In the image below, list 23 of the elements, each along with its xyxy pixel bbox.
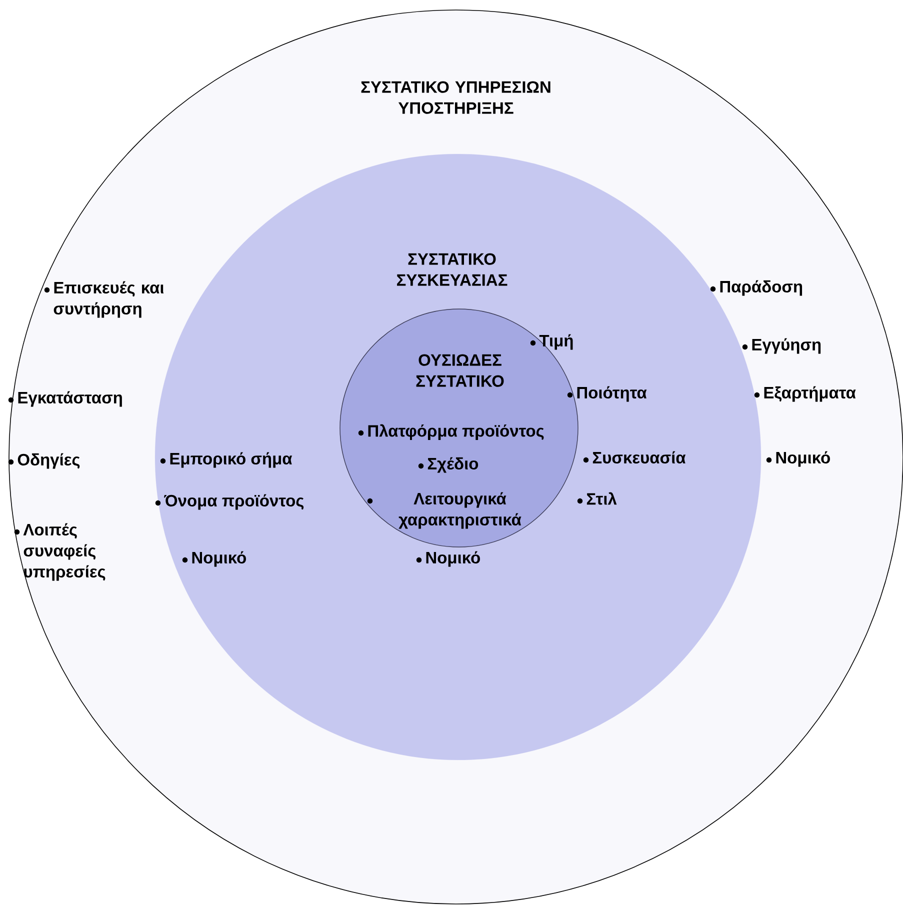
ring-heading: ΣΥΣΤΑΤΙΚΟ ΥΠΗΡΕΣΙΩΝ ΥΠΟΣΤΗΡΙΞΗΣ xyxy=(361,81,550,114)
bullet-item: Εμπορικό σήμα xyxy=(170,452,292,468)
bullet-item: Λοιπές συναφείς υπηρεσίες xyxy=(23,523,106,581)
bullet-item: Σχέδιο xyxy=(428,457,478,473)
bullet-item: Νομικό xyxy=(426,551,480,567)
bullet-item: Νομικό xyxy=(776,451,830,467)
bullet-item: Τιμή xyxy=(539,334,573,350)
bullet-item: Λειτουργικά χαρακτηριστικά xyxy=(398,492,522,529)
ring-circle xyxy=(340,308,578,548)
bullet-item: Ποιότητα xyxy=(577,386,647,402)
bullet-item: Εγκατάσταση xyxy=(18,391,122,407)
bullet-item: Πλατφόρμα προϊόντος xyxy=(368,424,544,440)
bullet-item: Οδηγίες xyxy=(18,453,80,469)
bullet-item: Εγγύηση xyxy=(752,338,821,354)
bullet-item: Στιλ xyxy=(586,492,617,505)
bullet-item: Συσκευασία xyxy=(592,451,686,464)
ring-heading: ΣΥΣΤΑΤΙΚΟ ΣΥΣΚΕΥΑΣΙΑΣ xyxy=(397,253,508,286)
bullet-item: Όνομα προϊόντος xyxy=(164,494,304,510)
bullet-item: Επισκευές και συντήρηση xyxy=(54,281,164,318)
ring-heading: ΟΥΣΙΩΔΕΣ ΣΥΣΤΑΤΙΚΟ xyxy=(416,354,504,387)
bullet-item: Νομικό xyxy=(192,551,246,567)
bullet-item: Εξαρτήματα xyxy=(764,386,856,402)
bullet-item: Παράδοση xyxy=(720,280,802,296)
